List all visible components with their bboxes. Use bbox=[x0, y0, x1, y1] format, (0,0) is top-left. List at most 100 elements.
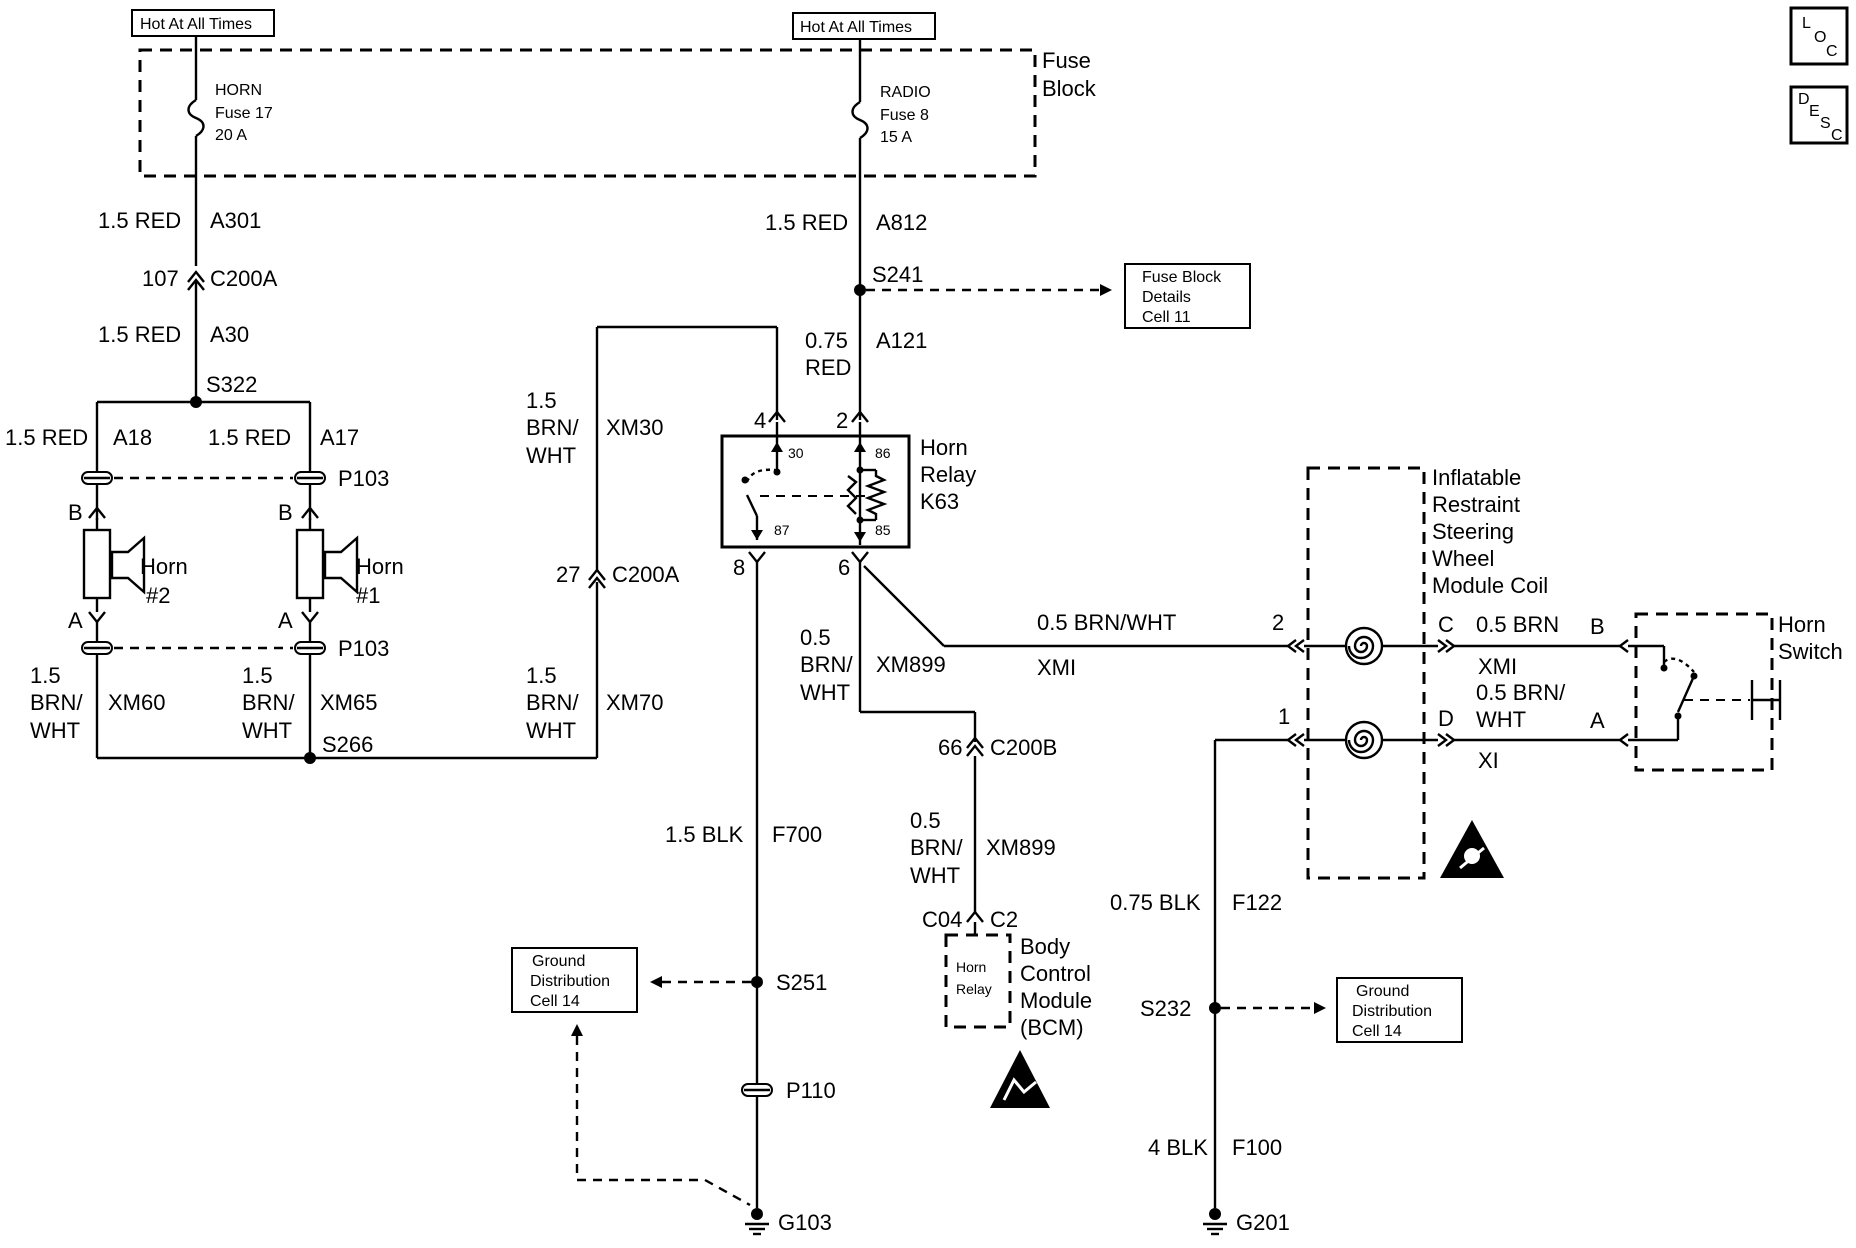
wire-c-id: XMI bbox=[1478, 654, 1517, 679]
svg-text:Horn: Horn bbox=[140, 554, 188, 579]
svg-text:P103: P103 bbox=[338, 636, 389, 661]
clockspring-coil-1 bbox=[1344, 626, 1384, 666]
svg-text:66: 66 bbox=[938, 735, 962, 760]
svg-text:D: D bbox=[1798, 91, 1810, 108]
radio-fuse-number: Fuse 8 bbox=[880, 107, 929, 124]
wire-f700-id: F700 bbox=[772, 822, 822, 847]
svg-text:Body: Body bbox=[1020, 934, 1070, 959]
description-icon[interactable]: D E S C bbox=[1789, 85, 1849, 145]
wire-xm30-size: 1.5 bbox=[526, 388, 557, 413]
svg-text:WHT: WHT bbox=[30, 718, 80, 743]
svg-text:G201: G201 bbox=[1236, 1210, 1290, 1235]
wire-a812-id: A812 bbox=[876, 210, 927, 235]
wire-xmi-size: 0.5 BRN/WHT bbox=[1037, 610, 1176, 635]
svg-text:Cell 11: Cell 11 bbox=[1142, 309, 1191, 326]
svg-text:Control: Control bbox=[1020, 961, 1091, 986]
horn1-pin-b: B bbox=[278, 500, 293, 525]
relay-name-2: Relay bbox=[920, 462, 976, 487]
wire-a121-id: A121 bbox=[876, 328, 927, 353]
svg-text:BRN/: BRN/ bbox=[242, 690, 295, 715]
fuse-block-details-box[interactable]: Fuse Block Details Cell 11 bbox=[1124, 263, 1251, 329]
splice-s251 bbox=[751, 976, 763, 988]
hot-label-radio-text: Hot At All Times bbox=[800, 19, 912, 36]
wire-f100-size: 4 BLK bbox=[1148, 1135, 1208, 1160]
svg-text:E: E bbox=[1809, 103, 1820, 120]
svg-text:BRN/: BRN/ bbox=[526, 415, 579, 440]
wire-xm899-top-size: 0.5 bbox=[800, 625, 831, 650]
horn-switch-name-2: Switch bbox=[1778, 639, 1843, 664]
coil-pin-c: C bbox=[1438, 612, 1454, 637]
wire-f100-id: F100 bbox=[1232, 1135, 1282, 1160]
svg-text:WHT: WHT bbox=[1476, 707, 1526, 732]
horn-fuse-name: HORN bbox=[215, 82, 262, 99]
horn-fuse: HORN Fuse 17 20 A bbox=[187, 48, 273, 176]
horn-fuse-rating: 20 A bbox=[215, 127, 247, 144]
svg-text:C200B: C200B bbox=[990, 735, 1057, 760]
svg-text:Cell 14: Cell 14 bbox=[530, 993, 580, 1010]
wire-a18-id: A18 bbox=[113, 425, 152, 450]
svg-text:85: 85 bbox=[875, 522, 891, 538]
fuse-block-title-2: Block bbox=[1042, 76, 1097, 101]
svg-text:86: 86 bbox=[875, 445, 891, 461]
wire-a121-size: 0.75 bbox=[805, 328, 848, 353]
ground-distribution-box-left[interactable]: Ground Distribution Cell 14 bbox=[511, 947, 638, 1013]
relay-pin-8: 8 bbox=[733, 555, 745, 580]
wire-a30-size: 1.5 RED bbox=[98, 322, 181, 347]
wire-f700-size: 1.5 BLK bbox=[665, 822, 744, 847]
svg-text:Module: Module bbox=[1020, 988, 1092, 1013]
wire-xm899-top-id: XM899 bbox=[876, 652, 946, 677]
svg-text:WHT: WHT bbox=[526, 443, 576, 468]
horn-1: Horn #1 bbox=[295, 528, 404, 608]
svg-text:Fuse Block: Fuse Block bbox=[1142, 269, 1222, 286]
hot-label-horn-text: Hot At All Times bbox=[140, 16, 252, 33]
svg-text:Distribution: Distribution bbox=[1352, 1003, 1432, 1020]
svg-text:Ground: Ground bbox=[1356, 983, 1409, 1000]
wire-xm30-id: XM30 bbox=[606, 415, 663, 440]
svg-text:WHT: WHT bbox=[242, 718, 292, 743]
relay-pin-6: 6 bbox=[838, 555, 850, 580]
svg-text:S: S bbox=[1820, 115, 1831, 132]
bcm-pin-c04: C04 bbox=[922, 907, 962, 932]
svg-text:Module Coil: Module Coil bbox=[1432, 573, 1548, 598]
wire-a301-id: A301 bbox=[210, 208, 261, 233]
svg-text:Steering: Steering bbox=[1432, 519, 1514, 544]
splice-s266 bbox=[304, 752, 316, 764]
radio-fuse-rating: 15 A bbox=[880, 129, 912, 146]
splice-s232 bbox=[1209, 1002, 1221, 1014]
svg-text:Details: Details bbox=[1142, 289, 1191, 306]
wire-f122-size: 0.75 BLK bbox=[1110, 890, 1201, 915]
svg-text:BRN/: BRN/ bbox=[910, 835, 963, 860]
svg-text:30: 30 bbox=[788, 445, 804, 461]
wire-a812-size: 1.5 RED bbox=[765, 210, 848, 235]
svg-text:C: C bbox=[1826, 43, 1838, 60]
location-icon[interactable]: L O C bbox=[1789, 6, 1849, 66]
horn-switch-name-1: Horn bbox=[1778, 612, 1826, 637]
relay-name-1: Horn bbox=[920, 435, 968, 460]
svg-text:RED: RED bbox=[805, 355, 851, 380]
ground-g201: G201 bbox=[1203, 1208, 1290, 1236]
hot-label-radio: Hot At All Times bbox=[792, 12, 936, 40]
svg-text:P110: P110 bbox=[786, 1078, 836, 1103]
svg-text:Restraint: Restraint bbox=[1432, 492, 1520, 517]
connector-c200a-top: 107 C200A bbox=[142, 266, 278, 291]
wire-xm70-size: 1.5 bbox=[526, 663, 557, 688]
clockspring-coil-2 bbox=[1344, 720, 1384, 760]
svg-text:BRN/: BRN/ bbox=[30, 690, 83, 715]
wire-xm70-id: XM70 bbox=[606, 690, 663, 715]
relay-pin-2: 2 bbox=[836, 408, 848, 433]
coil-pin-2: 2 bbox=[1272, 610, 1284, 635]
horn-relay-k63: 4 2 30 87 86 85 Horn Relay K63 8 bbox=[720, 408, 976, 580]
horn-switch[interactable]: Horn Switch bbox=[1628, 612, 1843, 772]
svg-text:BRN/: BRN/ bbox=[526, 690, 579, 715]
relay-pin-4: 4 bbox=[754, 408, 766, 433]
relay-name-3: K63 bbox=[920, 489, 959, 514]
ground-distribution-box-right[interactable]: Ground Distribution Cell 14 bbox=[1336, 977, 1463, 1043]
wire-xm899-bottom-size: 0.5 bbox=[910, 808, 941, 833]
wire-c-size: 0.5 BRN bbox=[1476, 612, 1559, 637]
svg-text:S232: S232 bbox=[1140, 996, 1191, 1021]
svg-text:WHT: WHT bbox=[800, 680, 850, 705]
svg-text:C200A: C200A bbox=[612, 562, 680, 587]
svg-text:S266: S266 bbox=[322, 732, 373, 757]
svg-text:S322: S322 bbox=[206, 372, 257, 397]
